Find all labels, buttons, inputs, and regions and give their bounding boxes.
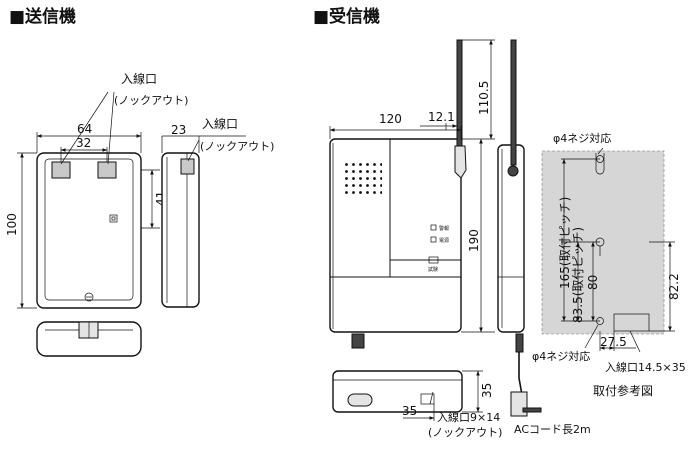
indicator-power-label: 電源 xyxy=(439,237,449,244)
top-screw-label: φ4ネジ対応 xyxy=(553,131,611,145)
dim-32: 32 xyxy=(76,136,91,150)
pitch-83-5-label: 83.5(取付ピッチ) xyxy=(571,227,585,323)
transmitter-front-view xyxy=(36,152,142,309)
dim-64: 64 xyxy=(77,122,92,136)
bottom-screw-label: φ4ネジ対応 xyxy=(532,349,590,363)
test-button-label: 試験 xyxy=(428,266,438,273)
dim-bottom-35: 35 xyxy=(402,404,417,418)
indicator-alarm-label: 警報 xyxy=(439,225,449,232)
transmitter-side-knockout-label: (ノックアウト) xyxy=(200,140,274,153)
dim-190: 190 xyxy=(467,229,481,252)
bottom-knockout-label: (ノックアウト) xyxy=(428,426,502,439)
receiver-bottom-view xyxy=(332,370,483,421)
receiver-heading: ■受信機 xyxy=(313,6,380,27)
mounting-reference-diagram xyxy=(541,147,675,353)
transmitter-dimensions xyxy=(17,91,160,309)
dim-23: 23 xyxy=(171,123,186,137)
transmitter-heading: ■送信機 xyxy=(9,6,76,27)
dim-depth-35: 35 xyxy=(480,383,494,398)
transmitter-side-entry-label: 入線口 xyxy=(202,116,238,131)
ac-cord-label: ACコード長2m xyxy=(514,423,591,436)
pitch-165-label: 165(取付ピッチ) xyxy=(558,197,572,289)
mounting-entry-label: 入線口14.5×35 xyxy=(605,360,686,374)
dim-12-1: 12.1 xyxy=(428,110,455,124)
dim-120: 120 xyxy=(379,112,402,126)
mounting-caption: 取付参考図 xyxy=(593,383,653,398)
dim-110-5: 110.5 xyxy=(477,81,491,115)
dim-27-5: 27.5 xyxy=(600,335,627,349)
transmitter-bottom-view xyxy=(36,321,142,357)
transmitter-knockout-label: (ノックアウト) xyxy=(114,94,188,107)
receiver-dimensions xyxy=(329,39,495,333)
transmitter-entry-label: 入線口 xyxy=(121,71,157,86)
receiver-side-view xyxy=(497,39,542,417)
bottom-entry-label: 入線口9×14 xyxy=(437,410,500,424)
dim-80: 80 xyxy=(586,275,600,290)
receiver-front-view: 警報 電源 試験 xyxy=(329,39,467,349)
transmitter-side-view xyxy=(161,135,246,308)
dim-82-2: 82.2 xyxy=(667,273,681,300)
dim-100: 100 xyxy=(5,213,19,236)
